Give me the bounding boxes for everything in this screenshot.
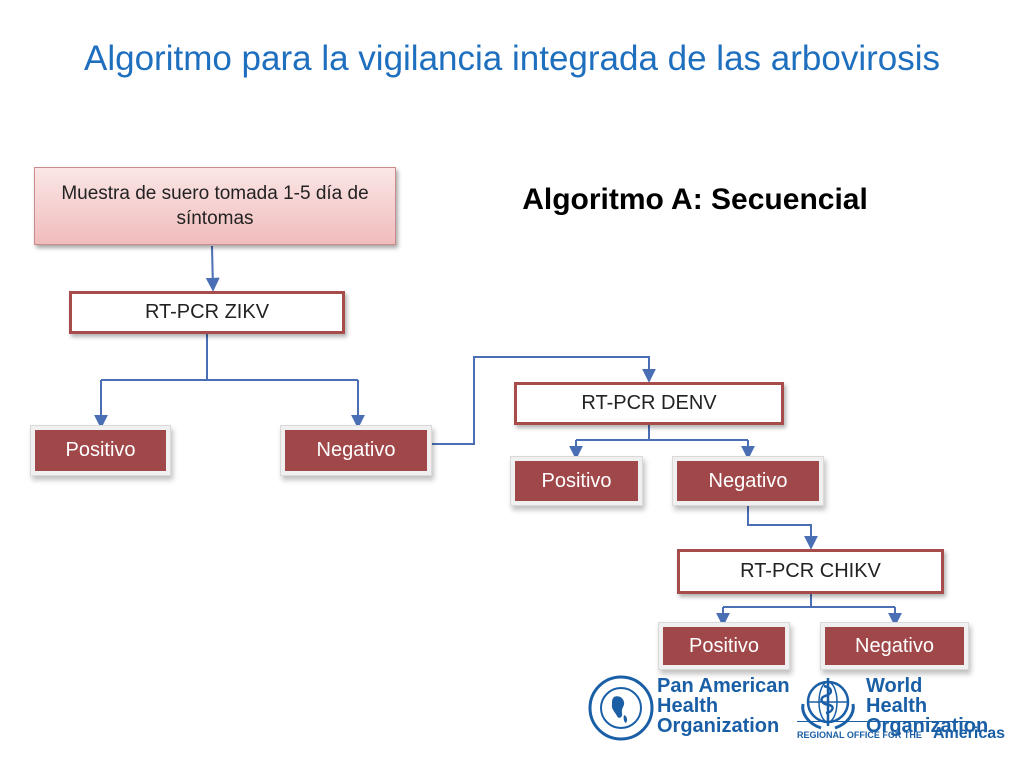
who-line-1: World Health xyxy=(866,675,928,717)
connector-chikv-branch xyxy=(723,594,895,608)
paho-line-1: Pan American xyxy=(657,675,790,697)
node-sample: Muestra de suero tomada 1-5 día de sínto… xyxy=(34,167,396,245)
node-zikv-negativo: Negativo xyxy=(281,426,431,475)
paho-line-3: Organization xyxy=(657,715,780,737)
node-chikv-positivo: Positivo xyxy=(659,623,789,669)
algorithm-subtitle: Algoritmo A: Secuencial xyxy=(522,183,868,216)
paho-line-2: Health xyxy=(657,695,719,717)
paho-logo-text: Pan American Health Organization xyxy=(657,676,790,736)
node-denv-negativo: Negativo xyxy=(673,457,823,505)
logos: Pan American Health Organization World H… xyxy=(585,668,1005,758)
node-rt-pcr-chikv: RT-PCR CHIKV xyxy=(677,549,944,594)
who-region: Americas xyxy=(933,725,1006,742)
connector-denv-branch xyxy=(576,424,748,441)
node-denv-positivo: Positivo xyxy=(511,457,642,505)
paho-seal-icon xyxy=(588,675,654,741)
connector-sample-to-zikv xyxy=(205,245,220,292)
node-rt-pcr-zikv: RT-PCR ZIKV xyxy=(69,291,345,334)
who-regional-office: REGIONAL OFFICE FOR THE xyxy=(797,730,922,740)
node-rt-pcr-denv: RT-PCR DENV xyxy=(514,382,784,425)
connector-negativo-to-chikv xyxy=(747,502,818,550)
node-zikv-positivo: Positivo xyxy=(31,426,170,475)
who-divider xyxy=(797,721,971,722)
who-emblem-icon xyxy=(801,678,855,730)
page-title: Algoritmo para la vigilancia integrada d… xyxy=(84,39,940,78)
node-chikv-negativo: Negativo xyxy=(821,623,968,669)
connector-zikv-branch xyxy=(101,334,358,381)
connector-negativo-to-denv xyxy=(430,356,656,445)
